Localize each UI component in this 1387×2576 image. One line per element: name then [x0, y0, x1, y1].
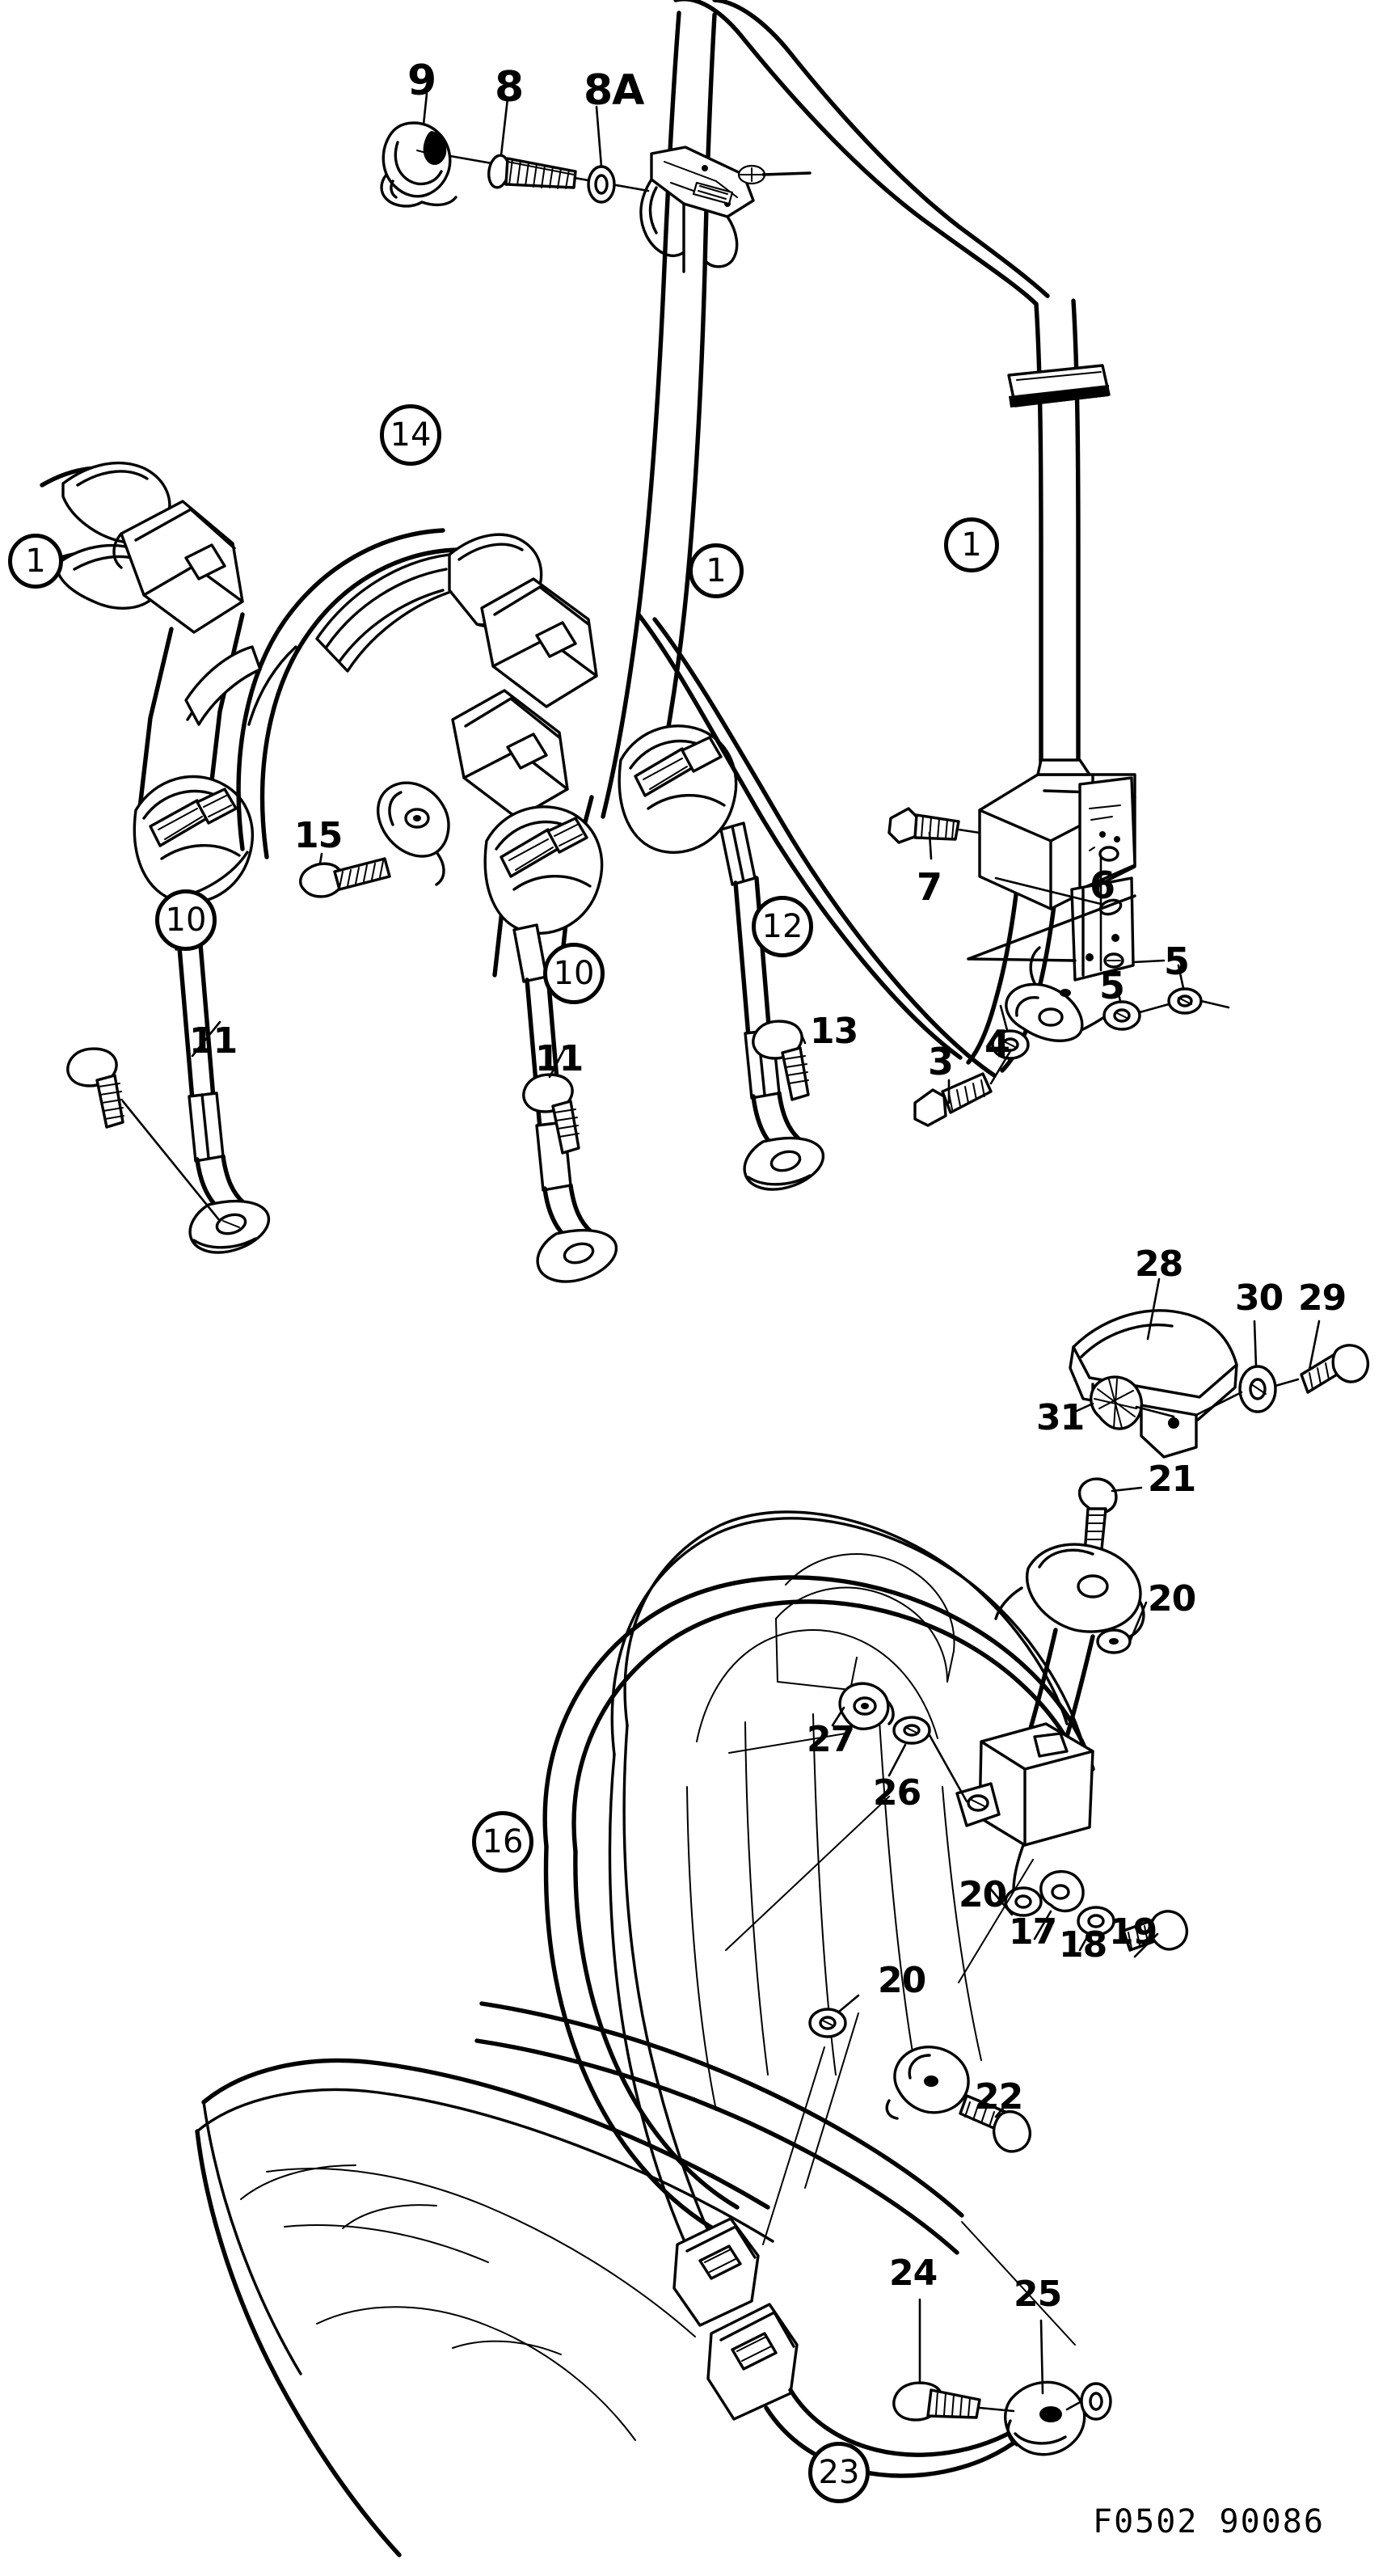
part-label-26: 26: [873, 1772, 921, 1814]
part-label-18: 18: [1059, 1924, 1107, 1966]
part-label-27: 27: [807, 1719, 855, 1760]
part-label-20a: 20: [1148, 1578, 1196, 1620]
part-label-21: 21: [1148, 1459, 1196, 1500]
part-label-24: 24: [889, 2253, 938, 2294]
callout-bubble-1-left[interactable]: 1: [8, 534, 63, 589]
callout-bubble-10-left[interactable]: 10: [155, 889, 217, 951]
part-label-15: 15: [294, 815, 343, 856]
callout-bubble-23[interactable]: 23: [808, 2442, 870, 2503]
callout-bubble-1-right[interactable]: 1: [944, 517, 999, 572]
part-label-20b: 20: [959, 1874, 1007, 1915]
callout-bubble-1-center[interactable]: 1: [689, 543, 744, 598]
part-label-8: 8: [495, 63, 524, 112]
part-label-3: 3: [928, 1040, 954, 1083]
part-label-17: 17: [1009, 1911, 1057, 1953]
part-label-29: 29: [1298, 1277, 1347, 1319]
part-label-5b: 5: [1164, 940, 1190, 983]
part-label-13: 13: [810, 1011, 858, 1052]
part-label-25: 25: [1014, 2274, 1062, 2315]
part-label-20c: 20: [878, 1960, 926, 2001]
part-label-28: 28: [1135, 1244, 1183, 1285]
part-label-19: 19: [1109, 1911, 1157, 1953]
callout-bubble-16[interactable]: 16: [472, 1811, 533, 1873]
part-label-8a: 8A: [584, 66, 644, 115]
callout-bubble-10-center[interactable]: 10: [543, 943, 605, 1004]
part-label-30: 30: [1235, 1277, 1284, 1319]
part-label-11a: 11: [189, 1020, 238, 1062]
part-label-5a: 5: [1099, 964, 1125, 1007]
figure-code: F0502 90086: [1093, 2503, 1325, 2540]
callout-bubble-12[interactable]: 12: [752, 896, 813, 957]
part-label-31: 31: [1036, 1397, 1085, 1438]
callout-bubble-14[interactable]: 14: [380, 404, 441, 466]
part-label-6: 6: [1090, 864, 1115, 907]
part-label-7: 7: [917, 865, 942, 909]
part-label-22: 22: [975, 2076, 1023, 2118]
part-label-9: 9: [407, 57, 436, 105]
part-label-11b: 11: [535, 1038, 584, 1079]
part-label-4: 4: [984, 1022, 1010, 1066]
